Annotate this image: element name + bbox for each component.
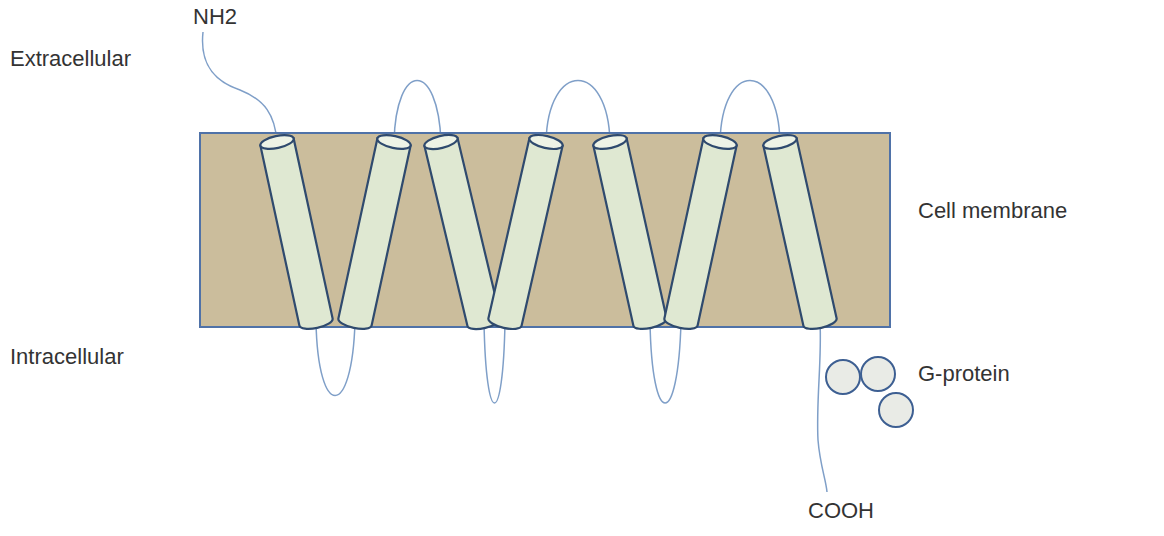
n-terminus [202,32,277,142]
helix-cylinder [592,132,668,331]
helix-top [528,132,564,151]
helix-body [424,138,501,332]
intracellular-loop [484,322,505,403]
helix-body [763,138,837,331]
helix-body [663,138,736,331]
helix-cylinder [487,132,564,331]
c-terminus [818,322,827,492]
helix-body [337,138,410,331]
helix-cylinder [423,132,502,332]
helix-cylinder [663,133,738,332]
helix-body [260,138,333,331]
helix-body [593,138,667,331]
protein-label: G-protein [918,361,1010,387]
intracellular-loop [650,322,681,403]
helix-cylinder [259,133,334,332]
helix-group [259,132,838,332]
helix-top [702,133,738,152]
membrane-label: Cell membrane [918,198,1067,224]
g-protein-subunit [826,360,860,394]
helix-body [487,138,562,331]
terminus-label: NH2 [193,4,237,30]
g-protein-subunit [861,357,895,391]
g-protein-subunit [879,393,913,427]
helix-cylinder [762,132,838,331]
g-protein-symbol [826,357,913,427]
helix-top [376,133,412,152]
helix-top [592,132,628,151]
region-label: Extracellular [10,46,131,72]
helix-top [423,132,459,152]
intracellular-loop [316,322,355,396]
helix-top [259,133,295,152]
helix-cylinder [337,133,412,332]
terminus-label: COOH [808,498,874,524]
helix-top [762,132,798,151]
region-label: Intracellular [10,344,124,370]
